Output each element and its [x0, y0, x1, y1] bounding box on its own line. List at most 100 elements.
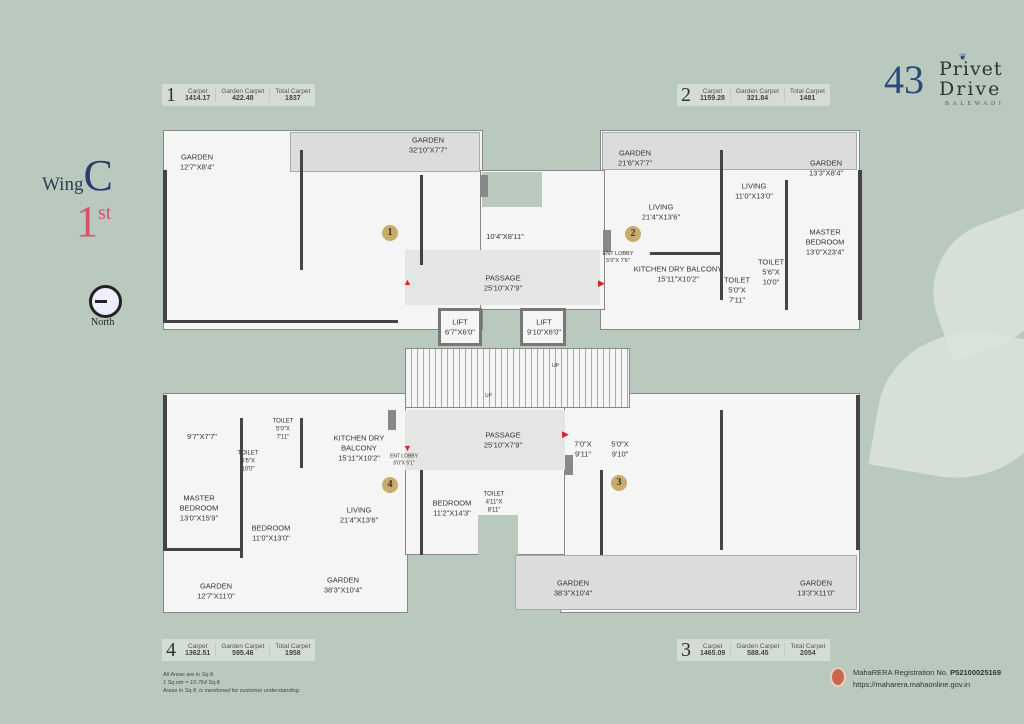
room-name: TOILET	[483, 491, 505, 498]
wall	[420, 175, 423, 265]
carpet-header: Carpet	[702, 643, 723, 650]
garden-carpet-value: 595.46	[232, 650, 254, 657]
room-label-u1-toilet: 10'4"X8'11"	[486, 232, 524, 242]
room-name: LIVING	[346, 505, 372, 515]
note-line: Areas in Sq.ft. is mentioned for custome…	[163, 687, 301, 694]
passage-bottom-area	[405, 410, 565, 470]
entry-arrow-icon: ▼	[403, 443, 412, 453]
floor-label: 1st	[76, 196, 111, 247]
room-size: 15'11"X10'2"	[657, 274, 699, 283]
unit-marker-2: 2	[625, 226, 641, 242]
floor-suffix: st	[98, 202, 112, 224]
column	[480, 175, 488, 197]
garden-area	[515, 555, 857, 610]
column	[388, 410, 396, 430]
passage-top-area	[405, 250, 600, 305]
note-line: 1 Sq.mtr = 10.764 Sq.ft.	[163, 679, 222, 686]
carpet-value: 1159.28	[700, 95, 725, 102]
wall	[163, 548, 243, 551]
room-name: GARDEN	[326, 575, 360, 585]
total-carpet-value: 1481	[799, 95, 816, 102]
room-size: 25'10"X7'9"	[483, 283, 523, 292]
wall	[300, 150, 303, 270]
garden-carpet-header: Garden Carpet	[735, 88, 779, 95]
room-name: ENT LOBBY	[390, 453, 418, 460]
room-name: BEDROOM	[432, 498, 472, 508]
shaft	[482, 172, 542, 207]
stair-up-label: UP	[485, 393, 492, 399]
north-compass-icon	[89, 285, 122, 318]
room-name: LIFT	[536, 317, 552, 327]
room-size: 7'0"X 9'11"	[574, 439, 592, 458]
wall	[650, 252, 720, 255]
room-name: TOILET	[757, 257, 785, 267]
unit-marker-3: 3	[611, 475, 627, 491]
entry-arrow-icon: ▲	[403, 277, 412, 287]
room-size: 12'7"X8'4"	[179, 162, 215, 171]
carpet-header: Carpet	[187, 643, 208, 650]
garden-area	[602, 132, 857, 170]
unit-number: 4	[166, 638, 176, 661]
rera-number: P52100025169	[950, 668, 1002, 677]
unit-marker-1: 1	[382, 225, 398, 241]
room-name: TOILET	[723, 275, 751, 285]
room-size: 25'10"X7'9"	[483, 440, 523, 449]
garden-carpet-header: Garden Carpet	[221, 88, 265, 95]
room-size: 10'4"X8'11"	[486, 232, 524, 242]
wall	[420, 470, 423, 555]
room-name: GARDEN	[809, 158, 843, 168]
room-size: 32'10"X7'7"	[408, 145, 448, 154]
rera-url[interactable]: https://maharera.mahaonline.gov.in	[853, 680, 971, 689]
garden-area	[290, 132, 480, 172]
wall	[163, 320, 398, 323]
room-size: 5'0"X 5'1"	[393, 460, 415, 466]
wall	[163, 170, 167, 320]
room-size: 21'6"X7'7"	[617, 158, 653, 167]
room-size: 13'0"X23'4"	[805, 246, 845, 256]
room-name: PASSAGE	[485, 273, 521, 283]
room-name: GARDEN	[180, 152, 214, 162]
lift-1-shaft	[438, 308, 482, 346]
wall	[163, 395, 167, 550]
carpet-value: 1465.09	[700, 650, 726, 657]
room-name: GARDEN	[799, 578, 833, 588]
room-name: MASTER BEDROOM	[805, 227, 845, 247]
garden-carpet-value: 422.48	[232, 95, 254, 102]
garden-carpet-header: Garden Carpet	[221, 643, 265, 650]
room-name: LIVING	[741, 181, 767, 191]
unit-number: 3	[681, 638, 691, 661]
wall	[785, 180, 788, 310]
total-carpet-header: Total Carpet	[789, 88, 825, 95]
room-size: 9'7"X7'7"	[187, 432, 217, 442]
stair-up-label: UP	[552, 363, 559, 369]
room-name: GARDEN	[618, 148, 652, 158]
room-size: 13'3"X8'4"	[808, 168, 844, 177]
room-name: KITCHEN DRY BALCONY	[633, 264, 723, 274]
decorative-leaf	[868, 316, 1024, 494]
column	[565, 455, 573, 475]
total-carpet-header: Total Carpet	[275, 88, 311, 95]
brand-logo: 43 ❦ Privet Drive BALEWADI	[884, 52, 1014, 112]
wall	[720, 410, 723, 550]
room-name: KITCHEN DRY BALCONY	[333, 433, 385, 453]
shaft	[478, 515, 518, 555]
room-size: 11'0"X13'0"	[735, 191, 773, 200]
north-label: North	[91, 317, 115, 328]
